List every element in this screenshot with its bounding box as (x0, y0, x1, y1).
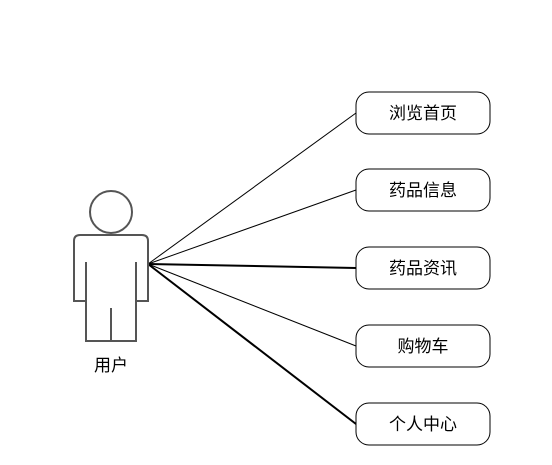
association-line-1 (147, 112, 357, 265)
association-line-4 (147, 263, 357, 347)
use-case-box (355, 324, 491, 368)
association-line-3 (147, 263, 357, 269)
use-case-browse-home[interactable]: 浏览首页 (355, 91, 491, 135)
use-case-label: 购物车 (398, 337, 449, 357)
association-line-2 (147, 189, 357, 265)
use-case-box (355, 246, 491, 290)
actor-head-icon (89, 190, 133, 234)
actor: 用户 (73, 190, 149, 376)
use-case-drug-news[interactable]: 药品资讯 (355, 246, 491, 290)
use-case-label: 浏览首页 (389, 104, 457, 124)
use-case-label: 药品资讯 (389, 259, 457, 279)
use-case-shopping-cart[interactable]: 购物车 (355, 324, 491, 368)
use-case-label: 个人中心 (389, 415, 457, 435)
association-line-5 (147, 263, 357, 425)
use-case-box (355, 91, 491, 135)
use-case-drug-info[interactable]: 药品信息 (355, 168, 491, 212)
association-lines (147, 112, 357, 425)
actor-label: 用户 (94, 356, 128, 376)
use-case-personal-center[interactable]: 个人中心 (355, 402, 491, 446)
use-case-box (355, 402, 491, 446)
use-case-box (355, 168, 491, 212)
use-case-label: 药品信息 (389, 181, 457, 201)
actor-body-icon (73, 234, 149, 342)
